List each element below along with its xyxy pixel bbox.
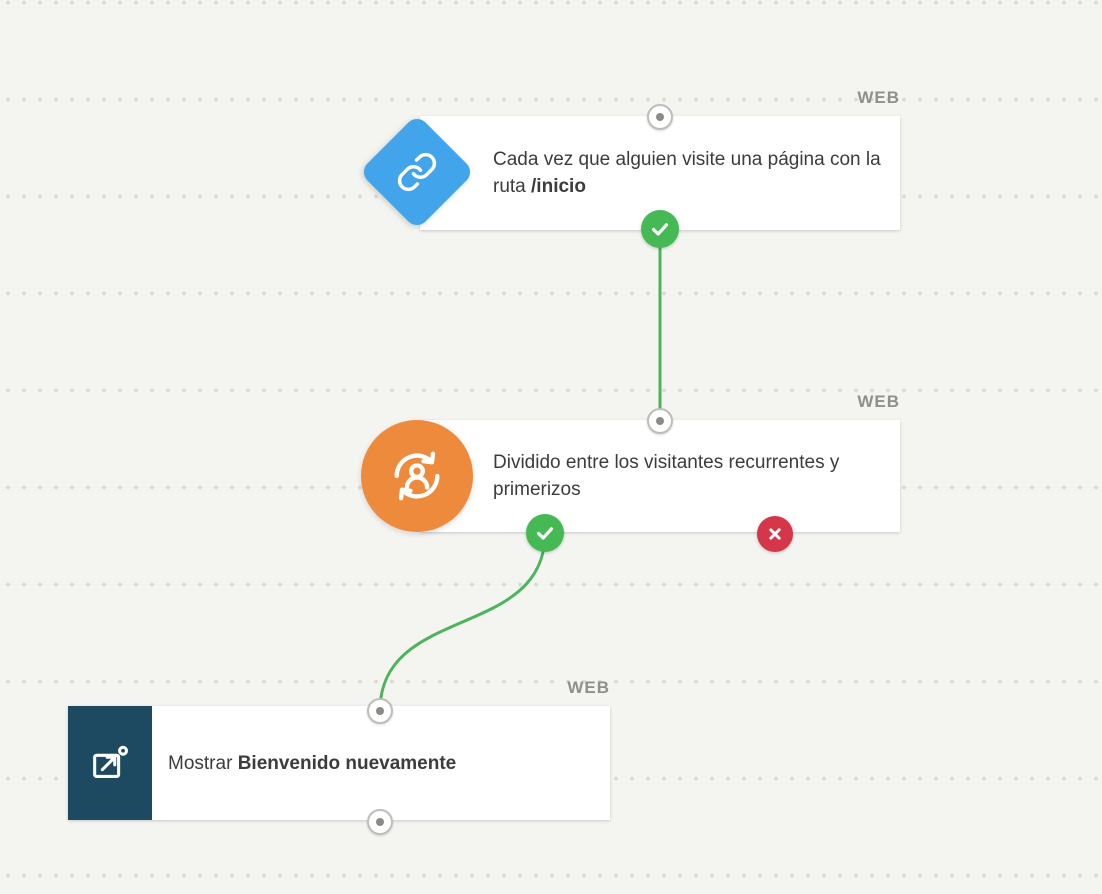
web-badge-trigger: WEB (857, 88, 900, 107)
action-input-port[interactable] (367, 698, 393, 724)
returning-visitor-icon (394, 451, 440, 501)
action-icon-tile[interactable] (68, 706, 152, 820)
split-yes-branch[interactable] (526, 514, 564, 552)
web-badge-action: WEB (567, 678, 610, 697)
trigger-node-text: Cada vez que alguien visite una página c… (420, 146, 900, 200)
action-text-bold: Bienvenido nuevamente (237, 752, 457, 774)
web-badge-split: WEB (857, 392, 900, 411)
check-icon (536, 527, 554, 540)
trigger-text-prefix: Cada vez que alguien visite una página c… (493, 149, 881, 197)
action-node-text: Mostrar Bienvenido nuevamente (68, 750, 472, 777)
check-icon (651, 223, 669, 236)
split-node-text: Dividido entre los visitantes recurrente… (420, 449, 900, 503)
action-text-prefix: Mostrar (168, 752, 238, 774)
trigger-yes-branch[interactable] (641, 210, 679, 248)
split-text: Dividido entre los visitantes recurrente… (493, 452, 840, 500)
trigger-input-port[interactable] (647, 104, 673, 130)
split-icon-tile[interactable] (361, 420, 473, 532)
link-icon (397, 152, 437, 192)
split-node-card[interactable]: Dividido entre los visitantes recurrente… (420, 420, 900, 532)
connector-split-yes-to-action (378, 531, 547, 713)
trigger-icon-tile[interactable] (359, 114, 475, 230)
x-icon (769, 528, 781, 540)
action-node-card[interactable]: Mostrar Bienvenido nuevamente (68, 706, 610, 820)
split-no-branch[interactable] (757, 516, 793, 552)
trigger-text-bold: /inicio (531, 176, 586, 197)
split-input-port[interactable] (647, 408, 673, 434)
action-output-port[interactable] (367, 809, 393, 835)
popup-icon (93, 745, 129, 778)
